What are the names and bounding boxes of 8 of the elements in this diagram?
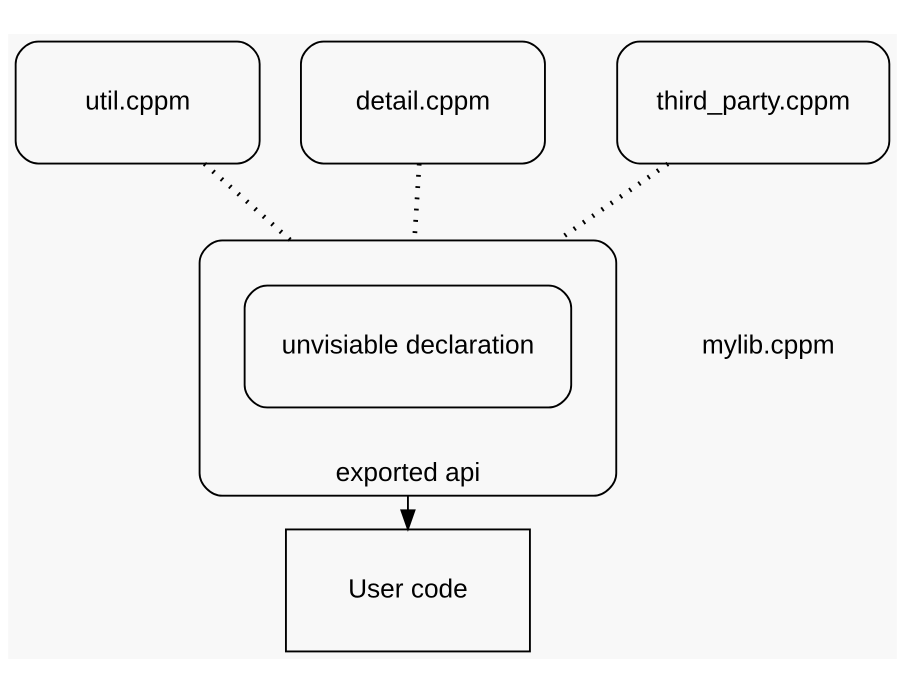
arrow [400,495,416,532]
connector [202,162,292,242]
node-box: detail.cppm [300,40,546,164]
label: mylib.cppm [702,328,835,359]
node-box: third_party.cppm [616,40,890,164]
node-box: util.cppm [14,40,261,164]
node-box: User code [284,528,531,652]
node-box: unvisiable declaration [244,284,572,408]
